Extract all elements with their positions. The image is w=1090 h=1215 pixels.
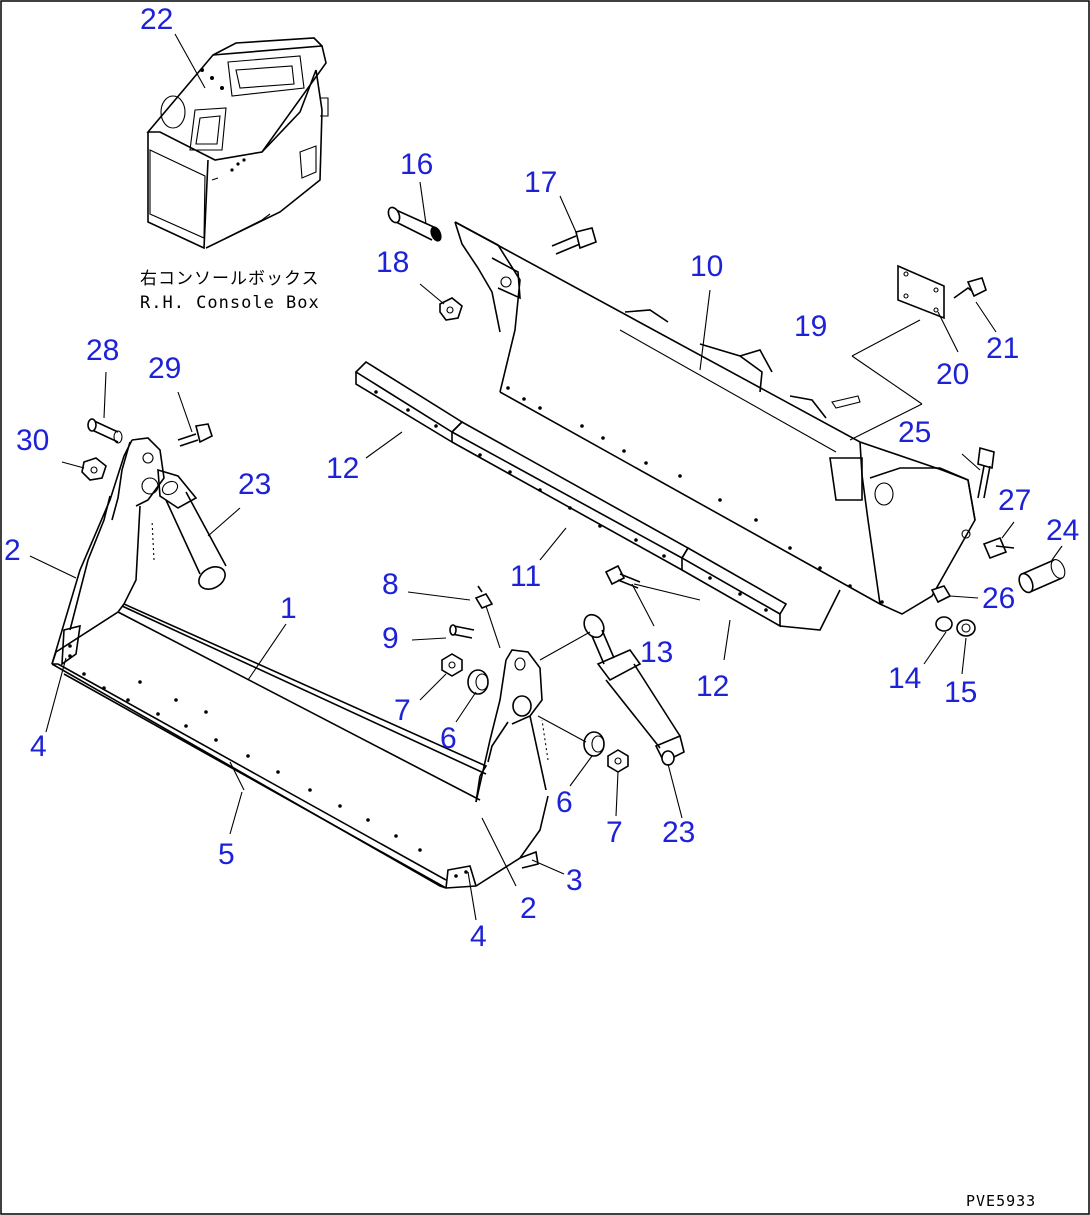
upper-blade-part — [454, 221, 976, 615]
callout-29: 29 — [148, 352, 181, 385]
callout-6-upper: 6 — [440, 722, 457, 755]
callout-20: 20 — [936, 358, 969, 391]
callout-10: 10 — [690, 250, 723, 283]
hydraulic-cylinder-23-right — [583, 613, 685, 766]
callout-12-left: 12 — [326, 452, 359, 485]
grease-fitting-27 — [982, 536, 1015, 560]
callout-28: 28 — [86, 334, 119, 367]
pin-9 — [449, 624, 475, 639]
cutting-edge-11-center — [450, 421, 690, 572]
washer-14 — [935, 616, 953, 632]
console-box-caption-jp: 右コンソールボックス — [140, 269, 320, 289]
callout-4-right: 4 — [470, 920, 487, 953]
callout-13: 13 — [640, 636, 673, 669]
nut-18 — [439, 297, 463, 321]
callout-26: 26 — [982, 582, 1015, 615]
callout-2-left: 2 — [4, 534, 21, 567]
bushing-6-upper — [467, 669, 489, 695]
callout-6-lower: 6 — [556, 786, 573, 819]
callout-18: 18 — [376, 246, 409, 279]
callout-19: 19 — [794, 310, 827, 343]
callout-15: 15 — [944, 676, 977, 709]
lower-blade-part — [51, 437, 549, 889]
console-box-caption-en: R.H. Console Box — [140, 293, 320, 313]
nut-30 — [81, 457, 107, 481]
callout-9: 9 — [382, 622, 399, 655]
callout-3: 3 — [566, 864, 583, 897]
callout-8: 8 — [382, 568, 399, 601]
nut-7-lower — [607, 749, 629, 773]
nut-26 — [930, 585, 952, 604]
cutting-edge-12-right — [680, 546, 841, 631]
callout-1: 1 — [280, 592, 297, 625]
callout-23-right: 23 — [662, 816, 695, 849]
hydraulic-cylinder-23-left — [157, 468, 227, 590]
callout-22: 22 — [140, 3, 173, 36]
pin-28 — [87, 418, 123, 444]
callout-21: 21 — [986, 332, 1019, 365]
callout-11: 11 — [510, 560, 541, 593]
pin-16 — [387, 206, 442, 242]
bolt-13 — [604, 564, 641, 589]
callout-4-left: 4 — [30, 730, 47, 763]
mount-plate-part — [849, 264, 945, 441]
bolt-21 — [953, 277, 987, 299]
callout-14: 14 — [888, 662, 921, 695]
grease-fitting-8 — [474, 585, 494, 609]
callout-12-right: 12 — [696, 670, 729, 703]
callout-5: 5 — [218, 838, 235, 871]
bolt-17 — [551, 227, 597, 255]
callout-24: 24 — [1046, 514, 1079, 547]
pin-24 — [1018, 558, 1066, 594]
cutting-edge-12-left — [354, 360, 464, 444]
callout-2-right: 2 — [520, 892, 537, 925]
nut-7-upper — [441, 653, 463, 677]
callout-30: 30 — [16, 424, 49, 457]
callout-27: 27 — [998, 484, 1031, 517]
bolt-25 — [977, 446, 995, 499]
callout-7-upper: 7 — [394, 694, 411, 727]
callout-7-lower: 7 — [606, 816, 623, 849]
bushing-6-lower — [583, 731, 605, 757]
callout-25: 25 — [898, 416, 931, 449]
callout-23-left: 23 — [238, 468, 271, 501]
console-box-part — [146, 37, 329, 250]
drawing-code: PVE5933 — [966, 1192, 1036, 1210]
callout-16: 16 — [400, 148, 433, 181]
nut-15 — [956, 619, 976, 637]
callout-17: 17 — [524, 166, 557, 199]
bolt-29 — [177, 423, 213, 447]
